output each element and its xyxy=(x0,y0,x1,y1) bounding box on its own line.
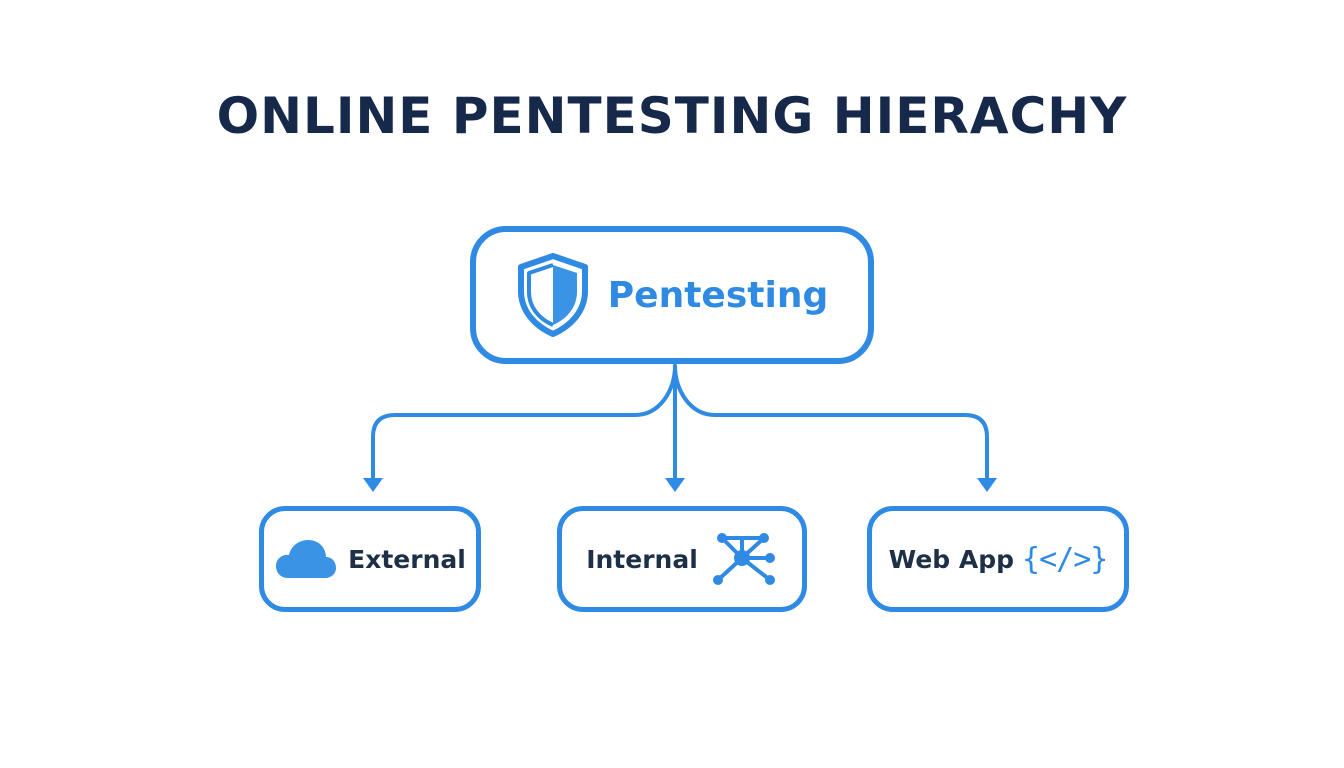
shield-icon xyxy=(516,253,590,337)
root-node-label: Pentesting xyxy=(607,274,829,316)
connector-external xyxy=(371,364,677,482)
connector-webapp xyxy=(673,364,989,482)
code-icon: {</>} xyxy=(1022,541,1108,577)
arrowhead-webapp xyxy=(977,478,997,492)
child-node-internal[interactable]: Internal xyxy=(557,506,807,612)
child-node-webapp[interactable]: Web App {</>} xyxy=(867,506,1129,612)
root-node-pentesting[interactable]: Pentesting xyxy=(470,226,874,364)
network-icon xyxy=(712,530,778,588)
arrowhead-internal xyxy=(665,478,685,492)
cloud-icon xyxy=(274,538,338,580)
child-node-label-external: External xyxy=(348,544,466,574)
page-title: ONLINE PENTESTING HIERACHY xyxy=(216,87,1128,145)
child-node-external[interactable]: External xyxy=(259,506,481,612)
child-node-label-webapp: Web App xyxy=(888,544,1015,574)
arrowhead-external xyxy=(363,478,383,492)
child-node-label-internal: Internal xyxy=(586,544,698,574)
